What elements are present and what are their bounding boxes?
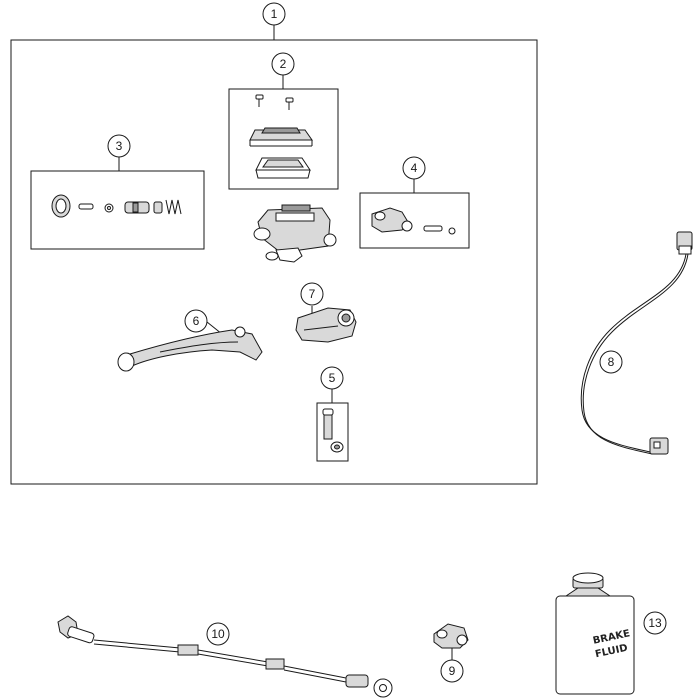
cover-screws [255,94,294,110]
hand-lever [117,326,263,372]
cover-gasket [255,157,311,179]
callout-3[interactable]: 3 [107,134,131,158]
master-cylinder-body [253,204,337,263]
callout-1[interactable]: 1 [262,2,286,26]
brake-switch-cable [580,231,693,455]
callout-5[interactable]: 5 [320,366,344,390]
callout-8[interactable]: 8 [599,350,623,374]
svg-text:4: 4 [411,161,418,175]
callout-6[interactable]: 6 [184,309,208,333]
svg-text:7: 7 [309,287,316,301]
svg-text:2: 2 [280,57,287,71]
svg-text:6: 6 [193,314,200,328]
assembly-frame [10,39,538,485]
piston-kit-parts [51,194,182,218]
clamp-kit-parts [371,207,456,235]
piston-kit-box [30,170,205,250]
callout-9[interactable]: 9 [440,659,464,683]
callout-2[interactable]: 2 [271,52,295,76]
svg-text:3: 3 [116,139,123,153]
svg-text:10: 10 [211,627,225,641]
brake-fluid-bottle: BRAKE FLUID [555,572,635,695]
svg-text:9: 9 [449,664,456,678]
svg-text:1: 1 [271,7,278,21]
svg-text:13: 13 [648,616,662,630]
pin-kit-parts [322,408,344,453]
callout-13[interactable]: 13 [643,611,667,635]
svg-text:5: 5 [329,371,336,385]
reservoir-cover [249,127,313,147]
callout-7[interactable]: 7 [300,282,324,306]
callout-10[interactable]: 10 [206,622,230,646]
adjuster-housing [295,307,357,343]
clamp-part [433,623,469,649]
svg-text:8: 8 [608,355,615,369]
callout-4[interactable]: 4 [402,156,426,180]
actuation-rod [57,615,393,698]
